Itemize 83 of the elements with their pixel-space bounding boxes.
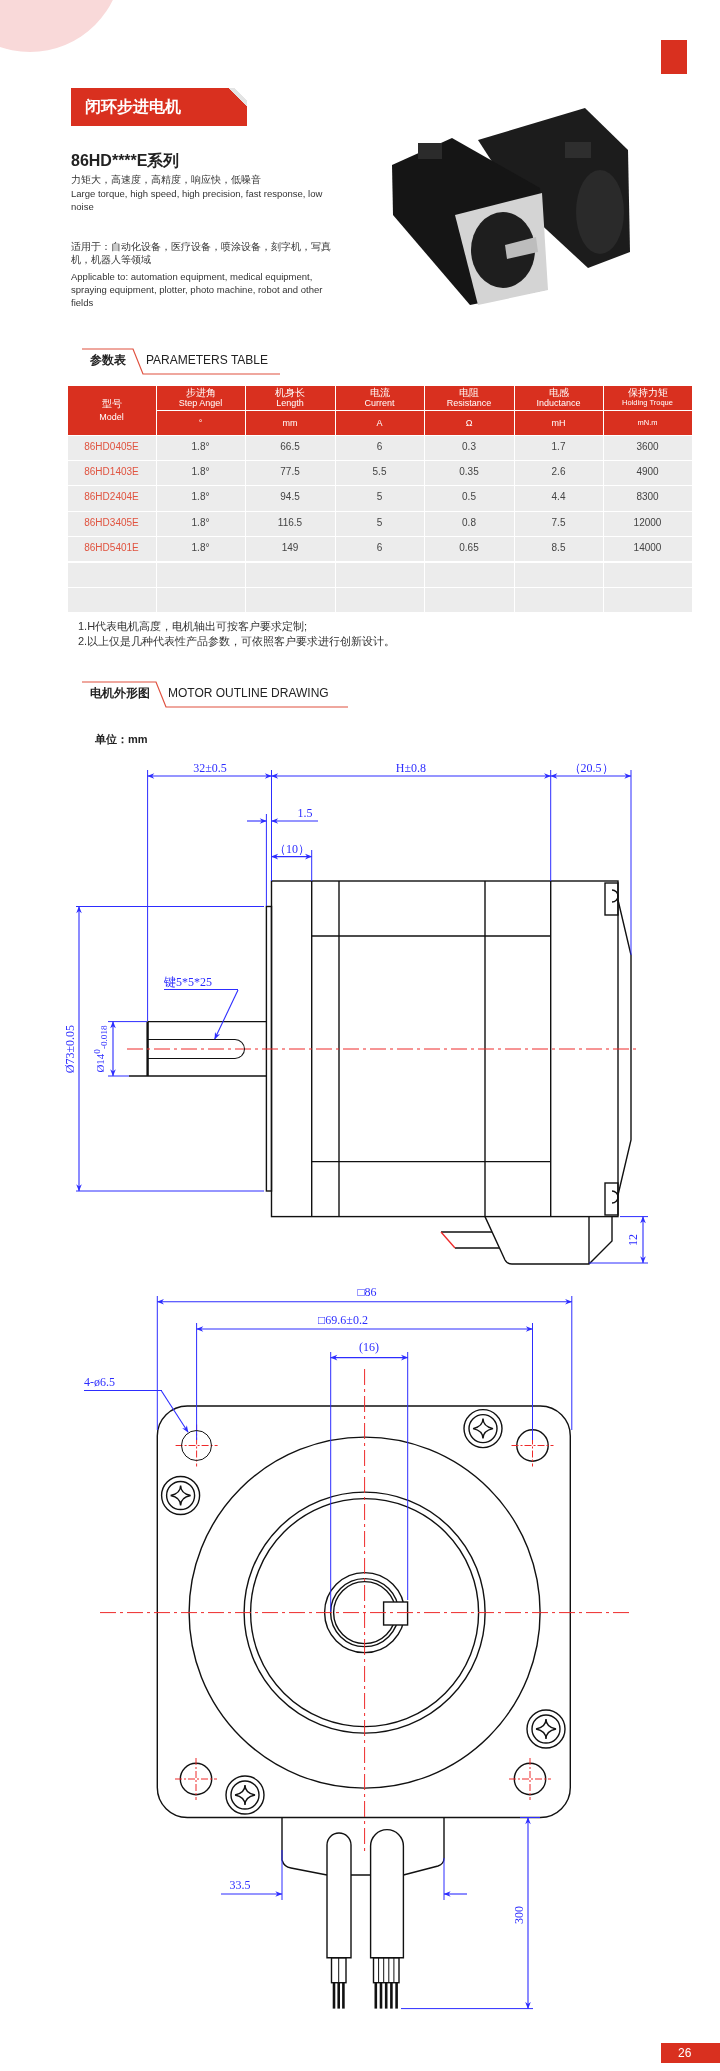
table-cell: 86HD5401E xyxy=(67,537,156,562)
dimension-text: 33.5 xyxy=(229,1877,251,1893)
table-cell: 94.5 xyxy=(245,486,335,511)
table-cell: 3600 xyxy=(603,435,692,460)
leader-line xyxy=(160,1390,189,1433)
table-cell: 0.3 xyxy=(424,435,514,460)
table-cell: 149 xyxy=(245,537,335,562)
column-name: 电阻 xyxy=(458,387,480,398)
dimension-text: （10） xyxy=(274,841,310,857)
note-text: 2.以上仅是几种代表性产品参数，可依照客户要求进行创新设计。 xyxy=(78,635,396,649)
section-heading: 参数表 xyxy=(90,354,126,368)
table-cell: 0.8 xyxy=(424,511,514,537)
table-cell: 6 xyxy=(335,435,424,460)
column-name: 步进角 xyxy=(184,387,217,398)
table-cell: 5.5 xyxy=(335,460,424,486)
column-name: Model xyxy=(98,412,125,423)
dimension-text: □69.6±0.2 xyxy=(318,1312,368,1328)
table-cell: 1.8° xyxy=(156,537,245,562)
column-name: 保持力矩 xyxy=(626,387,669,398)
table-cell: 1.8° xyxy=(156,511,245,537)
series-name: 86HD****E系列 xyxy=(71,151,180,171)
table-cell: 1.8° xyxy=(156,460,245,486)
table-cell: 8.5 xyxy=(514,537,603,562)
header-cell: Ω xyxy=(424,410,514,435)
dimension-text: 1.5 xyxy=(297,805,313,821)
page-number: 26 xyxy=(661,2043,720,2063)
section-heading: MOTOR OUTLINE DRAWING xyxy=(168,686,329,701)
application-text: Applicable to: automation equipment, medical equipment, spraying equipment, plotter, photo machine, robot and other fields xyxy=(71,270,324,309)
title-banner: 闭环步进电机 xyxy=(71,88,247,126)
column-name: Step Angel xyxy=(177,398,224,409)
table-cell: 77.5 xyxy=(245,460,335,486)
table-cell: 1.7 xyxy=(514,435,603,460)
dimension-text: 12 xyxy=(625,1234,641,1246)
header-cell: mm xyxy=(245,410,335,435)
section-heading: PARAMETERS TABLE xyxy=(146,353,269,368)
column-name: Resistance xyxy=(445,398,493,409)
section-heading: 电机外形图 xyxy=(90,687,150,701)
table-cell: 7.5 xyxy=(514,511,603,537)
header-cell: A xyxy=(335,410,424,435)
table-cell: 4.4 xyxy=(514,486,603,511)
table-cell: 86HD3405E xyxy=(67,511,156,537)
dimension-text: Ø73±0.05 xyxy=(62,1024,78,1074)
table-cell: 2.6 xyxy=(514,460,603,486)
header-cell: ° xyxy=(156,410,245,435)
note-text: 1.H代表电机高度，电机轴出可按客户要求定制; xyxy=(78,620,308,634)
table-cell: 86HD1403E xyxy=(67,460,156,486)
leader-label: 键5*5*25 xyxy=(164,975,238,990)
column-name: 电感 xyxy=(547,387,570,398)
table-cell: 66.5 xyxy=(245,435,335,460)
header-cell: mH xyxy=(514,410,603,435)
column-name: Current xyxy=(363,398,396,409)
column-name: Length xyxy=(276,398,305,409)
table-cell: 116.5 xyxy=(245,511,335,537)
table-cell: 4900 xyxy=(603,460,692,486)
dimension-text: 300 xyxy=(511,1906,527,1924)
column-name: 机身长 xyxy=(274,387,306,398)
leader-line xyxy=(214,989,239,1040)
table-cell: 0.5 xyxy=(424,486,514,511)
column-name: 型号 xyxy=(100,397,123,409)
application-text: 适用于：自动化设备，医疗设备，喷涂设备，刻字机，写真机，机器人等领域 xyxy=(71,240,332,266)
dimension-text: H±0.8 xyxy=(395,760,427,776)
table-cell: 8300 xyxy=(603,486,692,511)
table-cell: 1.8° xyxy=(156,435,245,460)
table-cell: 86HD0405E xyxy=(67,435,156,460)
unit-note: 单位：mm xyxy=(95,733,148,747)
dimension-text: （20.5） xyxy=(568,760,614,776)
table-cell: 12000 xyxy=(603,511,692,537)
dimension-text: 32±0.5 xyxy=(193,760,227,776)
table-cell: 0.35 xyxy=(424,460,514,486)
column-name: Inductance xyxy=(535,398,582,409)
table-cell: 5 xyxy=(335,486,424,511)
table-cell: 86HD2404E xyxy=(67,486,156,511)
table-cell: 5 xyxy=(335,511,424,537)
dimension-text: □86 xyxy=(357,1284,377,1300)
dimension-text: (16) xyxy=(359,1339,379,1355)
feature-text: Large torque, high speed, high precision, fast response, low noise xyxy=(71,187,324,213)
table-cell: 6 xyxy=(335,537,424,562)
feature-text: 力矩大，高速度，高精度，响应快，低噪音 xyxy=(71,174,261,186)
leader-label: 4-ø6.5 xyxy=(84,1375,162,1391)
table-cell: 14000 xyxy=(603,537,692,562)
column-name: 电流 xyxy=(368,387,391,398)
table-cell: 0.65 xyxy=(424,537,514,562)
table-cell: 1.8° xyxy=(156,486,245,511)
